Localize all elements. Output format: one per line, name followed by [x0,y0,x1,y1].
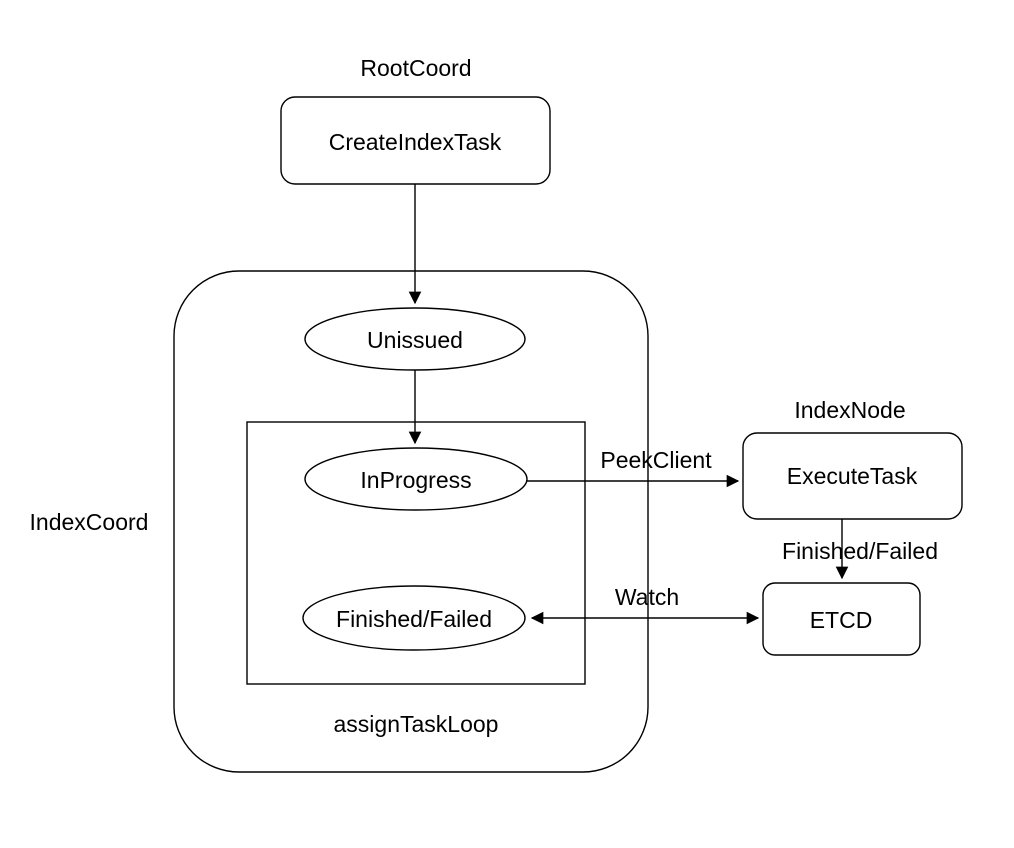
unissued-label: Unissued [367,327,463,353]
execute-task-node [742,432,963,520]
create-index-task-label: CreateIndexTask [329,129,502,155]
index-node-group-label: IndexNode [794,397,905,423]
root-coord-group-label: RootCoord [360,55,471,81]
finished-failed-node [302,585,526,651]
peek-client-edge-label: PeekClient [600,447,712,473]
in-progress-node [304,447,528,511]
execute-task-label: ExecuteTask [787,463,918,489]
watch-edge-label: Watch [615,584,679,610]
finished-failed-edge-label: Finished/Failed [782,538,938,564]
index-coord-group-label: IndexCoord [30,509,149,535]
create-index-task-node [280,96,551,185]
unissued-node [304,307,526,371]
etcd-label: ETCD [810,607,873,633]
assign-task-loop-group-label: assignTaskLoop [334,711,499,737]
etcd-node [762,582,921,656]
finished-failed-label: Finished/Failed [336,606,492,632]
in-progress-label: InProgress [360,467,471,493]
